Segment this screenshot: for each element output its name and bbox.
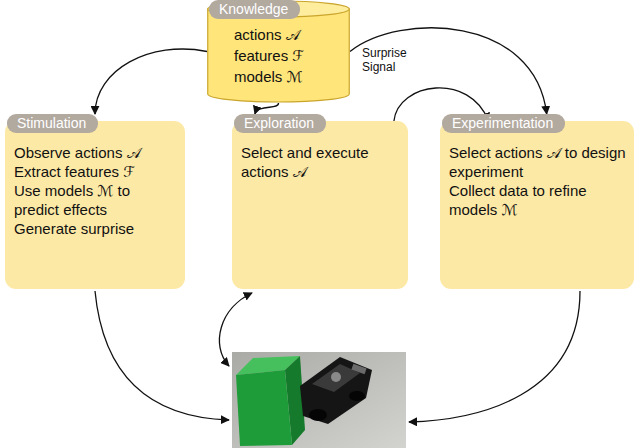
- body-text: Collect data to refine models ℳ: [449, 181, 626, 219]
- body-text: Select and execute actions 𝒜: [241, 143, 400, 181]
- process-box: StimulationObserve actions 𝒜Extract feat…: [5, 114, 185, 289]
- connector-arrow: [95, 49, 207, 114]
- robot-wheel: [309, 409, 327, 421]
- robot-part: [351, 364, 366, 374]
- connector-arrow: [255, 103, 279, 114]
- box-body: Select actions 𝒜 to design experimentCol…: [440, 121, 634, 289]
- knowledge-store: Knowledge actions 𝒜features ℱmodels ℳ: [207, 0, 350, 103]
- cylinder-body: [208, 9, 350, 102]
- connector-arrow: [350, 28, 547, 114]
- body-text: features ℱ: [234, 45, 344, 66]
- body-text: Use models ℳ to predict effects: [14, 181, 177, 219]
- box-body: Select and execute actions 𝒜: [232, 121, 408, 289]
- heading-tab: Exploration: [234, 114, 326, 133]
- body-text: Observe actions 𝒜: [14, 143, 177, 162]
- box-body: Observe actions 𝒜Extract features ℱUse m…: [5, 121, 185, 289]
- edge-label: Surprise Signal: [360, 46, 426, 74]
- robot-body: [300, 357, 372, 424]
- cube-front: [236, 370, 292, 446]
- arrow-exploration-world: [219, 293, 252, 366]
- body-text: models ℳ: [234, 66, 344, 87]
- process-box: ExperimentationSelect actions 𝒜 to desig…: [440, 114, 634, 289]
- heading-tab: Experimentation: [442, 114, 565, 133]
- arrow-to-world: [95, 291, 229, 420]
- body-text: Extract features ℱ: [14, 162, 177, 181]
- body-text: Select actions 𝒜 to design experiment: [449, 143, 626, 181]
- process-box: ExplorationSelect and execute actions 𝒜: [232, 114, 408, 289]
- robot-wheel: [349, 391, 365, 401]
- arrow-to-world: [409, 291, 580, 422]
- photo-ground: [232, 352, 406, 448]
- body-text: actions 𝒜: [234, 24, 344, 45]
- heading-tab: Stimulation: [7, 114, 98, 133]
- body-text: Generate surprise: [14, 219, 177, 238]
- robot-sensor: [331, 372, 341, 382]
- heading-tab: Knowledge: [209, 0, 300, 19]
